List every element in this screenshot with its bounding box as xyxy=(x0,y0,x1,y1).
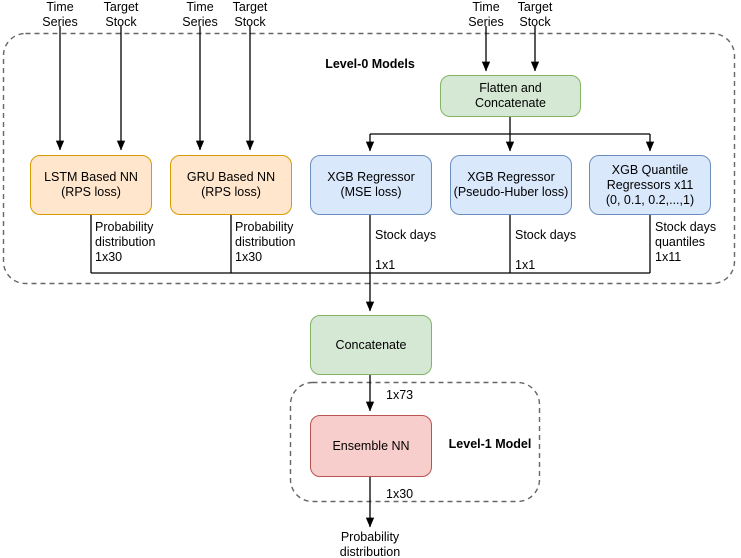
edge-label-xgb-huber-output: Stock days 1x1 xyxy=(515,228,577,272)
node-gru-based-nn[interactable]: GRU Based NN (RPS loss) xyxy=(170,155,292,215)
edge-label-xgb-quantile-output: Stock days quantiles 1x11 xyxy=(655,220,717,264)
node-concatenate[interactable]: Concatenate xyxy=(310,315,432,375)
edge-label-gru-output: Probability distribution 1x30 xyxy=(235,220,296,264)
edge-label-ensemble-output: 1x30 xyxy=(386,487,414,501)
level1-container-label: Level-1 Model xyxy=(448,437,532,451)
node-ensemble-nn[interactable]: Ensemble NN xyxy=(310,415,432,477)
final-output-label: Probability distribution xyxy=(339,530,401,558)
input-label-target-stock-3: Target Stock xyxy=(517,0,553,29)
input-label-time-series-3: Time Series xyxy=(468,0,504,29)
node-lstm-based-nn[interactable]: LSTM Based NN (RPS loss) xyxy=(30,155,152,215)
input-label-target-stock-2: Target Stock xyxy=(232,0,268,29)
level0-container-label: Level-0 Models xyxy=(325,57,415,71)
edge-label-xgb-mse-output: Stock days 1x1 xyxy=(375,228,437,272)
input-label-time-series-1: Time Series xyxy=(42,0,78,29)
node-xgb-regressor-mse[interactable]: XGB Regressor (MSE loss) xyxy=(310,155,432,215)
node-xgb-regressor-pseudo-huber[interactable]: XGB Regressor (Pseudo-Huber loss) xyxy=(450,155,572,215)
edge-label-concat-to-ensemble: 1x73 xyxy=(386,388,414,402)
input-label-target-stock-1: Target Stock xyxy=(103,0,139,29)
edge-label-lstm-output: Probability distribution 1x30 xyxy=(95,220,156,264)
node-xgb-quantile-regressors[interactable]: XGB Quantile Regressors x11 (0, 0.1, 0.2… xyxy=(589,155,711,215)
node-flatten-and-concatenate[interactable]: Flatten and Concatenate xyxy=(440,75,581,117)
input-label-time-series-2: Time Series xyxy=(182,0,218,29)
